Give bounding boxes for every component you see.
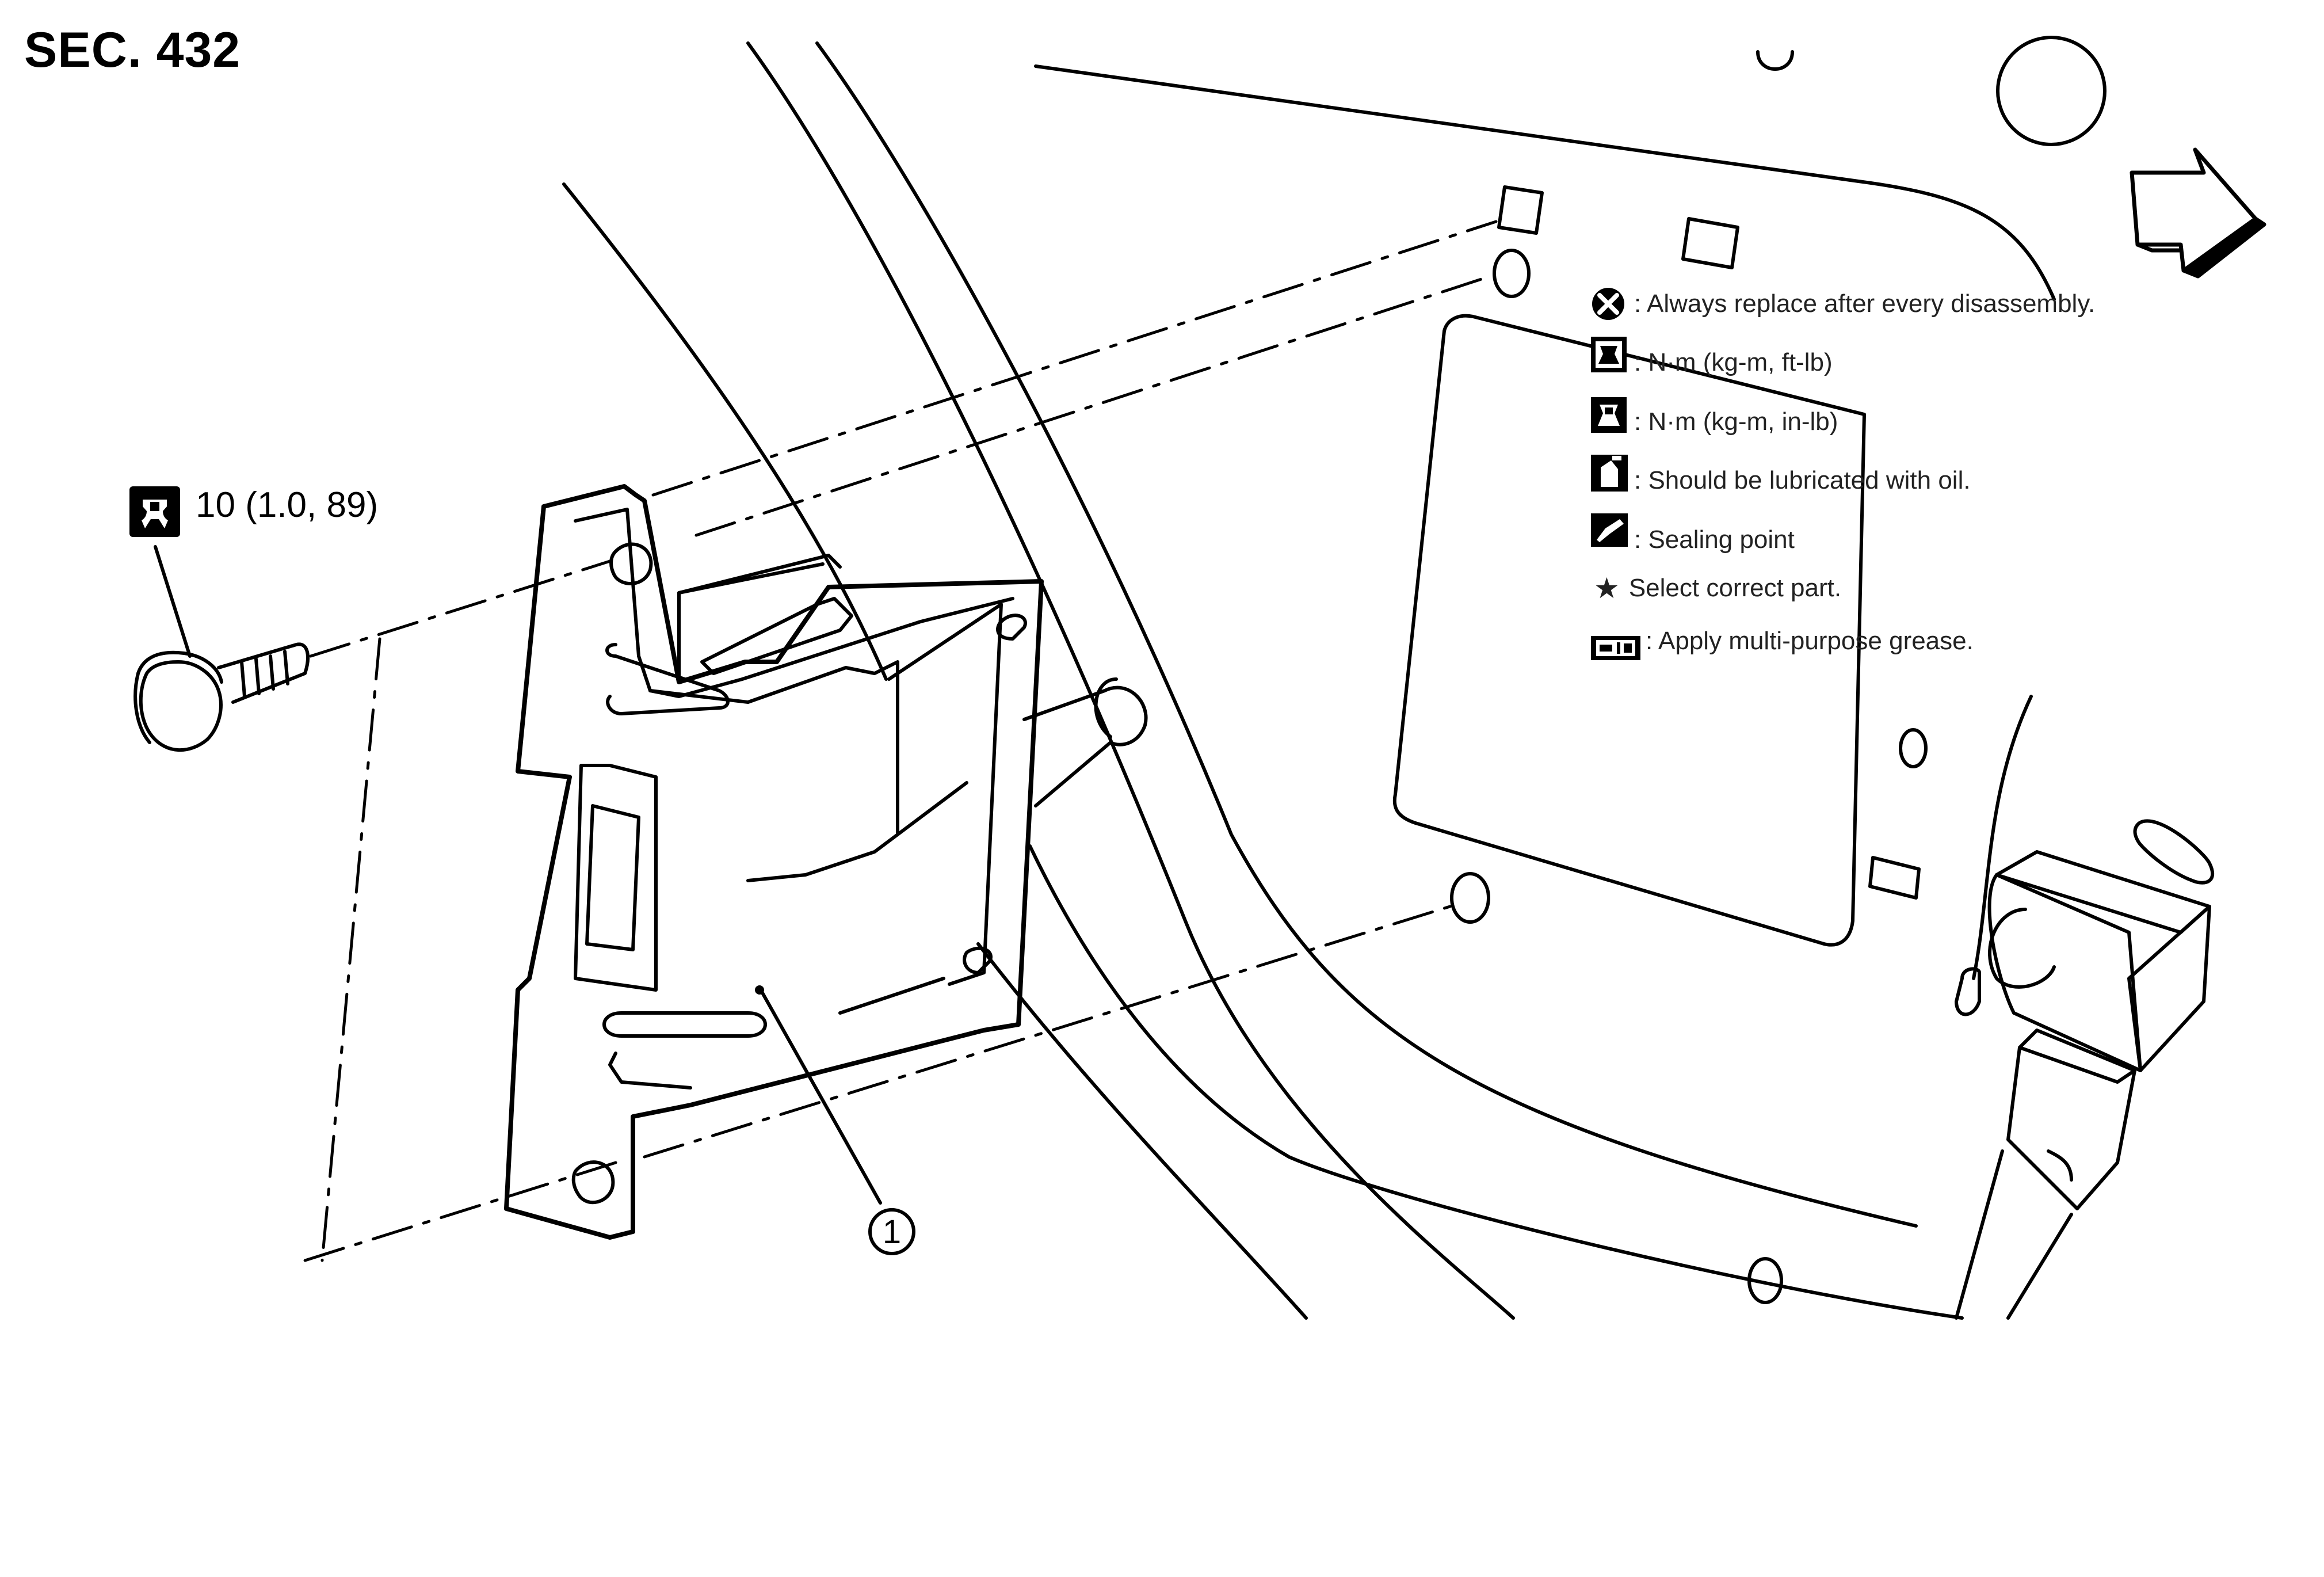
part-number-label: 1 xyxy=(883,1213,901,1251)
legend-text-grease: : Apply multi-purpose grease. xyxy=(1646,627,1974,655)
torque-leader-line xyxy=(154,545,192,658)
legend-text-sealing: : Sealing point xyxy=(1634,525,1795,554)
panel-holes xyxy=(1450,36,2215,1304)
control-unit xyxy=(504,484,1148,1240)
torque-wrench-icon xyxy=(129,486,180,537)
replace-x-icon xyxy=(1592,288,1624,320)
vehicle-body-panel xyxy=(562,41,2056,1320)
mounting-bolt xyxy=(133,642,310,752)
legend-row-select-part: ★ Select correct part. xyxy=(1594,565,1841,611)
sealing-point-icon xyxy=(1591,513,1628,547)
legend-row-grease: : Apply multi-purpose grease. xyxy=(1646,618,1974,664)
torque-ftlb-icon xyxy=(1591,337,1627,372)
legend-row-sealing: : Sealing point xyxy=(1634,517,1795,563)
bracket-lower-hole xyxy=(571,1160,615,1205)
bracket-upper-hole xyxy=(609,542,653,585)
harness-connector xyxy=(1955,850,2211,1320)
torque-inlb-icon xyxy=(1591,397,1627,433)
star-icon: ★ xyxy=(1594,572,1620,604)
front-direction-arrow-icon xyxy=(2130,147,2266,279)
torque-value: 10 (1.0, 89) xyxy=(196,485,379,525)
panel-opening xyxy=(1392,314,1866,947)
legend-row-torque-ftlb: : N·m (kg-m, ft-lb) xyxy=(1634,340,1833,386)
section-label: SEC. 432 xyxy=(24,22,241,78)
legend-row-oil: : Should be lubricated with oil. xyxy=(1634,458,1971,504)
legend-text-torque-inlb: : N·m (kg-m, in-lb) xyxy=(1634,407,1838,436)
legend-text-oil: : Should be lubricated with oil. xyxy=(1634,466,1971,494)
alignment-lines xyxy=(303,220,1498,1262)
part-number-circle xyxy=(868,1208,915,1255)
legend-icons xyxy=(1591,288,1640,660)
part-leader-line xyxy=(761,991,882,1205)
grease-icon xyxy=(1591,636,1640,660)
legend-text-replace: : Always replace after every disassembly… xyxy=(1634,290,2096,318)
legend-text-torque-ftlb: : N·m (kg-m, ft-lb) xyxy=(1634,348,1833,376)
legend-row-torque-inlb: : N·m (kg-m, in-lb) xyxy=(1634,399,1838,445)
oil-can-icon xyxy=(1591,455,1628,492)
legend-row-replace: : Always replace after every disassembly… xyxy=(1634,281,2095,327)
mounting-bracket xyxy=(504,484,1044,1240)
legend-text-select-part: Select correct part. xyxy=(1628,574,1842,602)
